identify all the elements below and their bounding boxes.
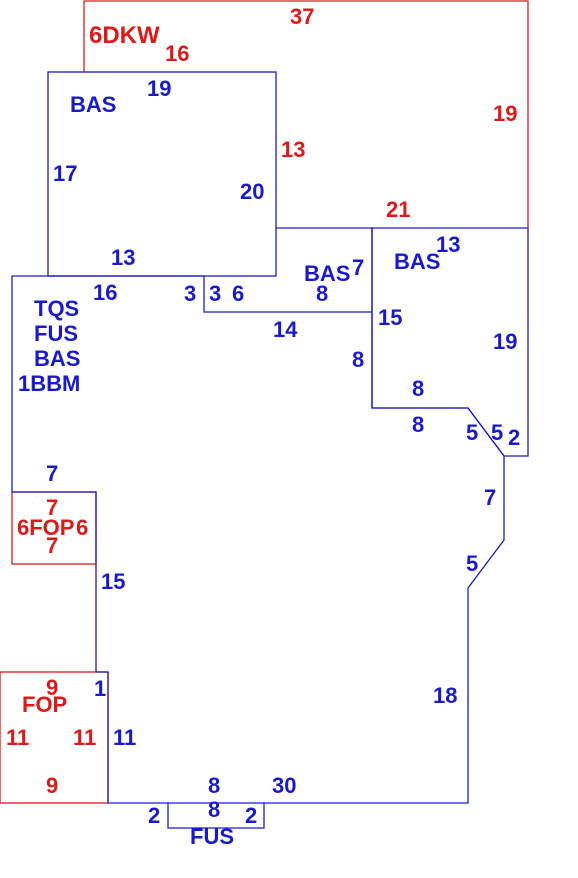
dimension-label: 11	[73, 725, 96, 750]
dimension-label: 2	[508, 425, 520, 450]
dimension-label: 5	[491, 420, 503, 445]
dimension-label: 19	[493, 329, 517, 354]
dimension-label: 8	[352, 347, 364, 372]
dimension-label: 16	[93, 280, 117, 305]
dimension-label: 11	[113, 725, 136, 750]
area-code-bbm: 1BBM	[18, 371, 80, 396]
area-code-dkw: 6DKW	[89, 22, 160, 49]
dimension-label: 15	[378, 305, 402, 330]
dimension-label: 21	[386, 197, 410, 222]
dimension-label: 30	[272, 773, 296, 798]
dimension-label: 8	[316, 281, 328, 306]
dimension-label: 37	[290, 4, 314, 29]
area-code-fus: FUS	[34, 321, 78, 346]
area-code-bas-main: BAS	[34, 346, 80, 371]
dimension-label: 9	[46, 675, 58, 700]
dimension-label: 15	[101, 569, 125, 594]
dimension-label: 17	[53, 161, 77, 186]
dimension-label: 8	[412, 376, 424, 401]
dimension-label: 6	[232, 281, 244, 306]
dimension-label: 2	[245, 803, 257, 828]
area-code-fus-bottom: FUS	[190, 824, 234, 849]
dimension-label: 13	[436, 232, 460, 257]
dimension-label: 19	[147, 76, 171, 101]
dimension-label: 7	[46, 533, 58, 558]
dimension-label: 5	[466, 551, 478, 576]
dimension-label: 13	[111, 245, 135, 270]
dimension-label: 20	[240, 179, 264, 204]
dimension-label: 6	[76, 515, 88, 540]
dimension-label: 16	[165, 41, 189, 66]
dimension-label: 7	[46, 495, 58, 520]
area-code-bas-right: BAS	[394, 249, 440, 274]
dimension-label: 14	[273, 317, 298, 342]
area-code-bas-upper: BAS	[70, 92, 116, 117]
dimension-label: 8	[412, 412, 424, 437]
dimension-label: 11	[6, 725, 29, 750]
fus-bump-outline	[167, 803, 265, 829]
dimension-label: 7	[484, 485, 496, 510]
dimension-label: 7	[352, 255, 364, 280]
main-floor-outline	[11, 275, 505, 804]
area-code-bas-middle: BAS	[304, 261, 350, 286]
dimension-label: 8	[208, 773, 220, 798]
dimension-label: 18	[433, 683, 457, 708]
dimension-label: 8	[208, 797, 220, 822]
area-code-fop-large: FOP	[22, 692, 67, 717]
area-code-tqs: TQS	[34, 296, 79, 321]
dimension-label: 5	[466, 420, 478, 445]
dimension-label: 7	[46, 461, 58, 486]
dimension-label: 3	[209, 281, 221, 306]
dimension-label: 19	[493, 101, 517, 126]
dimension-label: 3	[184, 281, 196, 306]
dimension-label: 2	[148, 803, 160, 828]
area-code-fop-small: 6FOP	[17, 515, 74, 540]
dimension-label: 9	[46, 773, 58, 798]
dimension-label: 1	[94, 676, 106, 701]
dkw-outline	[83, 0, 529, 228]
dimension-label: 13	[281, 137, 305, 162]
